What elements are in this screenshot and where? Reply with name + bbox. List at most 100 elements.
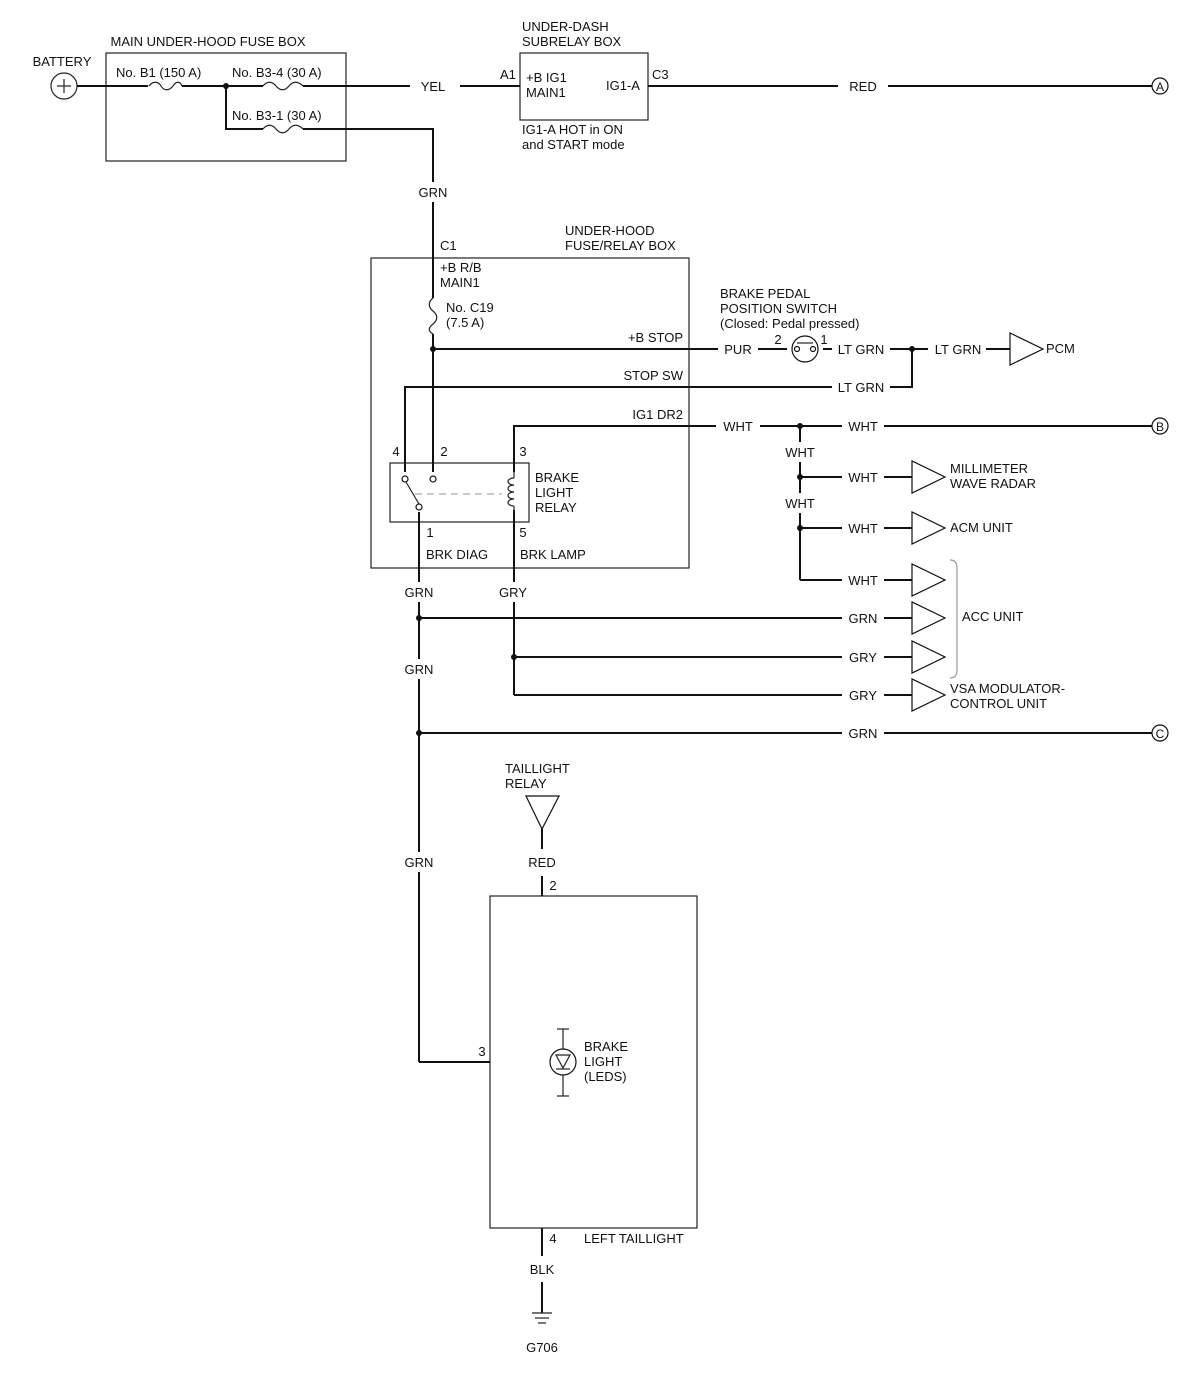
bus-label-1: +B R/B	[440, 260, 482, 275]
brake-pedal-switch-symbol	[791, 335, 819, 363]
millimeter-radar-triangle	[911, 460, 947, 494]
junction-dot	[416, 615, 422, 621]
acc-unit-bracket	[949, 559, 958, 679]
main-fuse-box	[105, 52, 347, 162]
battery-label: BATTERY	[33, 54, 92, 69]
wire-color-wht-5: WHT	[785, 496, 815, 511]
brk-diag-label: BRK DIAG	[426, 547, 488, 562]
connector-b-label: B	[1156, 420, 1164, 434]
bpps-pin-1: 1	[820, 332, 827, 347]
wire-color-gry-acc: GRY	[849, 650, 877, 665]
subrelay-note-1: IG1-A HOT in ON	[522, 122, 623, 137]
ground-icon	[532, 1312, 552, 1324]
under-hood-title-2: FUSE/RELAY BOX	[565, 238, 676, 253]
subrelay-title-1: UNDER-DASH	[522, 19, 609, 34]
brake-light-relay-symbol	[400, 472, 515, 512]
wire-color-lt-grn-2: LT GRN	[935, 342, 981, 357]
wire-color-pur: PUR	[724, 342, 751, 357]
brake-light-label-2: LIGHT	[584, 1054, 622, 1069]
brake-light-label-1: BRAKE	[584, 1039, 628, 1054]
connector-b: B	[1151, 417, 1169, 435]
wire-color-wht-6: WHT	[848, 521, 878, 536]
wire-color-wht-3: WHT	[785, 445, 815, 460]
relay-pin-5: 5	[519, 525, 526, 540]
wht-branch-wires	[799, 426, 912, 581]
acm-unit-label: ACM UNIT	[950, 520, 1013, 535]
wire-color-red-tl: RED	[528, 855, 555, 870]
wire-color-gry-vsa: GRY	[849, 688, 877, 703]
pcm-label: PCM	[1046, 341, 1075, 356]
pcm-triangle	[1009, 332, 1045, 366]
subrelay-note-2: and START mode	[522, 137, 625, 152]
junction-dot	[430, 346, 436, 352]
brake-light-label-3: (LEDS)	[584, 1069, 627, 1084]
pin-c3-label: C3	[652, 67, 669, 82]
fuse-c19-label-1: No. C19	[446, 300, 494, 315]
acc-unit-triangle-3	[911, 640, 947, 674]
connector-c-label: C	[1156, 727, 1165, 741]
connector-a-label: A	[1156, 80, 1164, 94]
lt-pin-4: 4	[549, 1231, 556, 1246]
wire-color-grn-acc: GRN	[849, 611, 878, 626]
wire-color-wht-4: WHT	[848, 470, 878, 485]
relay-pin-3: 3	[519, 444, 526, 459]
junction-dot	[797, 525, 803, 531]
millimeter-radar-label-2: WAVE RADAR	[950, 476, 1036, 491]
main-fuse-box-title: MAIN UNDER-HOOD FUSE BOX	[110, 34, 305, 49]
lower-wires	[419, 617, 1152, 734]
acc-unit-triangle-2	[911, 601, 947, 635]
subrelay-output-label: IG1-A	[606, 78, 640, 93]
brk-lamp-label: BRK LAMP	[520, 547, 586, 562]
fuse-c19-label-2: (7.5 A)	[446, 315, 484, 330]
subrelay-title-2: SUBRELAY BOX	[522, 34, 622, 49]
vsa-unit-triangle	[911, 678, 947, 712]
fuse-b1-label: No. B1 (150 A)	[116, 65, 201, 80]
subrelay-input-label-1: +B IG1	[526, 70, 567, 85]
taillight-relay-label-1: TAILLIGHT	[505, 761, 570, 776]
wire-color-grn-3: GRN	[405, 855, 434, 870]
wire-color-wht-7: WHT	[848, 573, 878, 588]
fuse-b3-4-symbol	[262, 80, 304, 92]
junction-dot	[223, 83, 229, 89]
vsa-unit-label-2: CONTROL UNIT	[950, 696, 1047, 711]
junction-dot	[416, 730, 422, 736]
junction-dot	[797, 474, 803, 480]
taillight-wires	[419, 829, 543, 1313]
under-hood-internal-wires	[404, 257, 1152, 1062]
taillight-relay-label-2: RELAY	[505, 776, 547, 791]
relay-pin-1: 1	[426, 525, 433, 540]
wire-color-blk: BLK	[530, 1262, 555, 1277]
relay-pin-2: 2	[440, 444, 447, 459]
wire-color-grn-2: GRN	[405, 662, 434, 677]
wire-color-grn-1: GRN	[405, 585, 434, 600]
wire-color-lt-grn-3: LT GRN	[838, 380, 884, 395]
bpps-title-3: (Closed: Pedal pressed)	[720, 316, 859, 331]
lt-pin-3: 3	[478, 1044, 485, 1059]
fuse-b1-symbol	[142, 80, 183, 92]
wire-color-lt-grn-1: LT GRN	[838, 342, 884, 357]
wire-color-wht-2: WHT	[848, 419, 878, 434]
wire-color-gry-1: GRY	[499, 585, 527, 600]
connector-c: C	[1151, 724, 1169, 742]
bpps-title-1: BRAKE PEDAL	[720, 286, 810, 301]
stop-sw-label: STOP SW	[624, 368, 684, 383]
vsa-unit-label-1: VSA MODULATOR-	[950, 681, 1065, 696]
brake-light-led-symbol	[549, 1028, 577, 1097]
left-taillight-label: LEFT TAILLIGHT	[584, 1231, 684, 1246]
acm-unit-triangle	[911, 511, 947, 545]
taillight-relay-triangle	[525, 795, 560, 831]
fuse-b3-1-symbol	[262, 123, 304, 135]
subrelay-input-label-2: MAIN1	[526, 85, 566, 100]
under-hood-title-1: UNDER-HOOD	[565, 223, 655, 238]
ground-label: G706	[526, 1340, 558, 1355]
connector-a: A	[1151, 77, 1169, 95]
junction-dot	[797, 423, 803, 429]
wire-color-wht-1: WHT	[723, 419, 753, 434]
relay-label-2: LIGHT	[535, 485, 573, 500]
acc-unit-label: ACC UNIT	[962, 609, 1023, 624]
relay-pin-4: 4	[392, 444, 399, 459]
pin-c1-label: C1	[440, 238, 457, 253]
under-hood-relay-box	[370, 257, 690, 569]
fuse-c19-symbol	[426, 297, 440, 335]
